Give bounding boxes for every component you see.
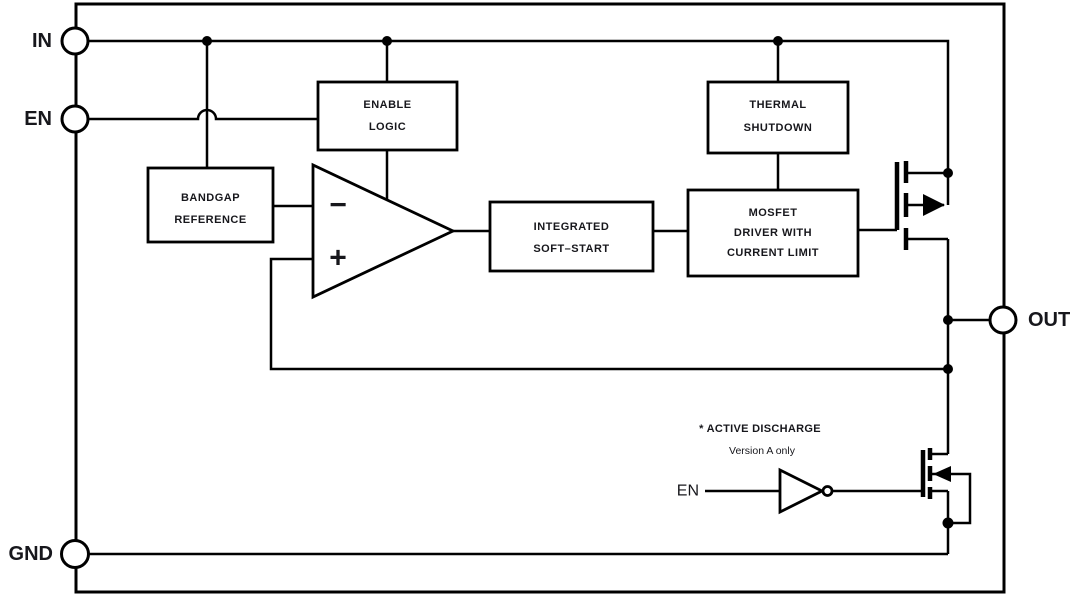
- thermal-shutdown-box: [706, 80, 850, 155]
- pin-out-label: OUT: [1028, 309, 1070, 331]
- junction-dot: [943, 364, 953, 374]
- error-amplifier-triangle: [311, 162, 457, 300]
- mosfet-driver-box: [686, 188, 860, 278]
- bandgap-reference-box: [146, 166, 275, 244]
- soft-start-label-line1: INTEGRATED: [534, 221, 610, 233]
- pass-mosfet-symbol: [894, 161, 950, 250]
- noninverting-input-sign: +: [329, 242, 347, 275]
- pass-mosfet-body-arrow: [923, 194, 945, 216]
- pin-out: [988, 305, 1018, 335]
- error-amplifier: − +: [311, 162, 457, 300]
- enable-logic-label-line2: LOGIC: [369, 121, 406, 133]
- junction-dot: [202, 36, 212, 46]
- bandgap-label-line2: REFERENCE: [174, 214, 246, 226]
- block-integrated-soft-start: INTEGRATED SOFT–START: [488, 200, 655, 273]
- junction-dot: [773, 36, 783, 46]
- junction-dot: [382, 36, 392, 46]
- pin-in-label: IN: [32, 30, 52, 52]
- wires: [88, 39, 990, 556]
- soft-start-label-line2: SOFT–START: [533, 243, 609, 255]
- mosfet-driver-label-line3: CURRENT LIMIT: [727, 247, 819, 259]
- inverting-input-sign: −: [329, 189, 347, 222]
- junction-dot: [943, 315, 953, 325]
- junction-dot: [942, 517, 954, 529]
- soft-start-box: [488, 200, 655, 273]
- inverter-triangle: [778, 467, 826, 515]
- discharge-mosfet-body-arrow: [933, 466, 951, 482]
- junction-dot: [943, 168, 953, 178]
- pin-en: [60, 104, 90, 134]
- thermal-shutdown-label-line1: THERMAL: [749, 99, 806, 111]
- thermal-shutdown-label-line2: SHUTDOWN: [744, 122, 813, 134]
- device-boundary: [74, 2, 1006, 594]
- block-mosfet-driver: MOSFET DRIVER WITH CURRENT LIMIT: [686, 188, 860, 278]
- block-thermal-shutdown: THERMAL SHUTDOWN: [706, 80, 850, 155]
- mosfet-driver-label-line1: MOSFET: [749, 207, 798, 219]
- discharge-mosfet-symbol: [920, 448, 972, 554]
- pin-en-label: EN: [24, 108, 52, 130]
- enable-logic-label-line1: ENABLE: [363, 99, 411, 111]
- bandgap-label-line1: BANDGAP: [181, 192, 240, 204]
- block-bandgap-reference: BANDGAP REFERENCE: [146, 166, 275, 244]
- inverter-symbol: [778, 467, 834, 515]
- junction-dots: [202, 36, 954, 529]
- pin-gnd-label: GND: [9, 543, 53, 565]
- active-discharge-annotations: * ACTIVE DISCHARGE Version A only EN: [677, 423, 821, 500]
- active-discharge-version-note: Version A only: [729, 445, 796, 457]
- active-discharge-note: * ACTIVE DISCHARGE: [699, 423, 821, 435]
- mosfet-driver-label-line2: DRIVER WITH: [734, 227, 812, 239]
- wire-feedback: [269, 257, 948, 371]
- pin-in: [60, 26, 90, 56]
- enable-logic-box: [316, 80, 459, 152]
- wire-in-rail: [88, 39, 950, 173]
- wire-en-with-hop: [88, 108, 318, 121]
- inverter-bubble: [821, 485, 834, 497]
- pin-gnd: [60, 539, 90, 569]
- block-enable-logic: ENABLE LOGIC: [316, 80, 459, 152]
- pins: IN EN GND OUT: [9, 26, 1070, 569]
- discharge-en-label: EN: [677, 483, 699, 500]
